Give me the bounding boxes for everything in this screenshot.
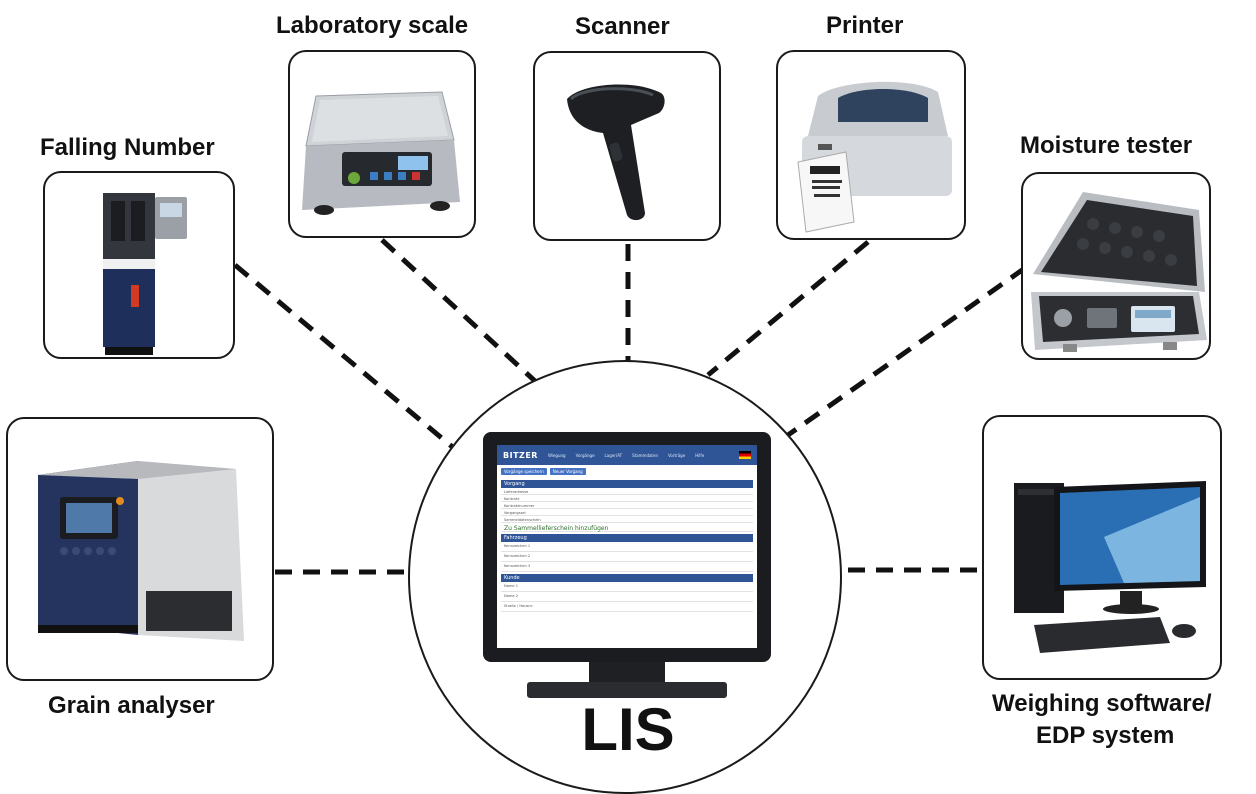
moisture-tester-card (1021, 172, 1211, 360)
lis-action-bar: Vorgänge speichern Neuer Vorgang (497, 465, 757, 478)
section-header: Vorgang (501, 480, 753, 488)
connector-lines (233, 238, 1027, 575)
scanner-label: Scanner (575, 13, 670, 40)
connector-falling-number (233, 263, 464, 457)
barcode-scanner-illustration (567, 84, 665, 221)
nav-item-lager[interactable]: Lager/AT (604, 452, 623, 458)
moisture-tester-case-illustration (1031, 192, 1207, 352)
falling-number-label: Falling Number (40, 134, 215, 161)
section-kunde: Kunde Name 1 Name 2 Straße / Hausnr. (501, 574, 753, 612)
new-transaction-button[interactable]: Neuer Vorgang (549, 468, 586, 475)
weighing-software-label-line1: Weighing software/ (992, 690, 1212, 717)
lis-label: LIS (581, 696, 675, 763)
lis-monitor: BITZER Wiegung Vorgänge Lager/AT Stammda… (483, 432, 771, 702)
form-row[interactable]: Kennzeichen 2 (501, 552, 753, 562)
laboratory-scale-card (288, 50, 476, 238)
falling-number-card (43, 171, 235, 359)
weighing-software-label-line2: EDP system (1036, 722, 1175, 749)
label-printer-illustration (797, 81, 952, 233)
section-header: Kunde (501, 574, 753, 582)
moisture-tester-label: Moisture tester (1020, 132, 1193, 159)
nav-item-vortraege[interactable]: Vorträge (668, 452, 686, 458)
connector-printer (706, 240, 870, 377)
form-row[interactable]: Vorgangsart (501, 509, 753, 516)
printer-card (776, 50, 966, 240)
connector-laboratory-scale (380, 238, 538, 384)
lis-app-header: BITZER Wiegung Vorgänge Lager/AT Stammda… (497, 445, 757, 465)
section-fahrzeug: Fahrzeug Kennzeichen 1 Kennzeichen 2 Ken… (501, 534, 753, 572)
printer-label: Printer (826, 12, 904, 39)
save-transactions-button[interactable]: Vorgänge speichern (501, 468, 547, 475)
lis-application-screen: BITZER Wiegung Vorgänge Lager/AT Stammda… (497, 445, 757, 648)
grain-analyser-label: Grain analyser (48, 692, 215, 719)
grain-analyser-instrument-illustration (38, 461, 244, 641)
connector-moisture-tester (786, 265, 1027, 438)
form-row[interactable]: Kennzeichen 1 (501, 542, 753, 552)
nav-item-stammdaten[interactable]: Stammdaten (632, 452, 658, 458)
form-row[interactable]: Name 2 (501, 592, 753, 602)
section-header: Fahrzeug (501, 534, 753, 542)
nav-item-hilfe[interactable]: Hilfe (695, 452, 705, 458)
form-row[interactable]: Kontrakt (501, 495, 753, 502)
form-row[interactable]: Sammeldatenschein (501, 516, 753, 523)
form-row[interactable]: Lieferadresse (501, 488, 753, 495)
laboratory-scale-illustration (302, 91, 460, 215)
nav-item-vorgaenge[interactable]: Vorgänge (575, 452, 595, 458)
laboratory-scale-label: Laboratory scale (276, 12, 469, 39)
section-vorgang: Vorgang Lieferadresse Kontrakt Kontraktn… (501, 480, 753, 532)
form-row[interactable]: Straße / Hausnr. (501, 602, 753, 612)
german-flag-icon[interactable] (739, 451, 751, 459)
nav-item-wiegung[interactable]: Wiegung (547, 452, 566, 458)
falling-number-instrument-illustration (103, 193, 187, 355)
form-row[interactable]: Name 1 (501, 582, 753, 592)
weighing-software-card (982, 415, 1222, 680)
add-to-collective-note-link[interactable]: Zu Sammelliefer­schein hinzufügen (501, 523, 753, 532)
form-row[interactable]: Kontraktnummer (501, 502, 753, 509)
form-row[interactable]: Kennzeichen 3 (501, 562, 753, 572)
scanner-card (533, 51, 721, 241)
lis-app-brand: BITZER (503, 450, 538, 460)
desktop-computer-illustration (1014, 481, 1206, 653)
grain-analyser-card (6, 417, 274, 681)
